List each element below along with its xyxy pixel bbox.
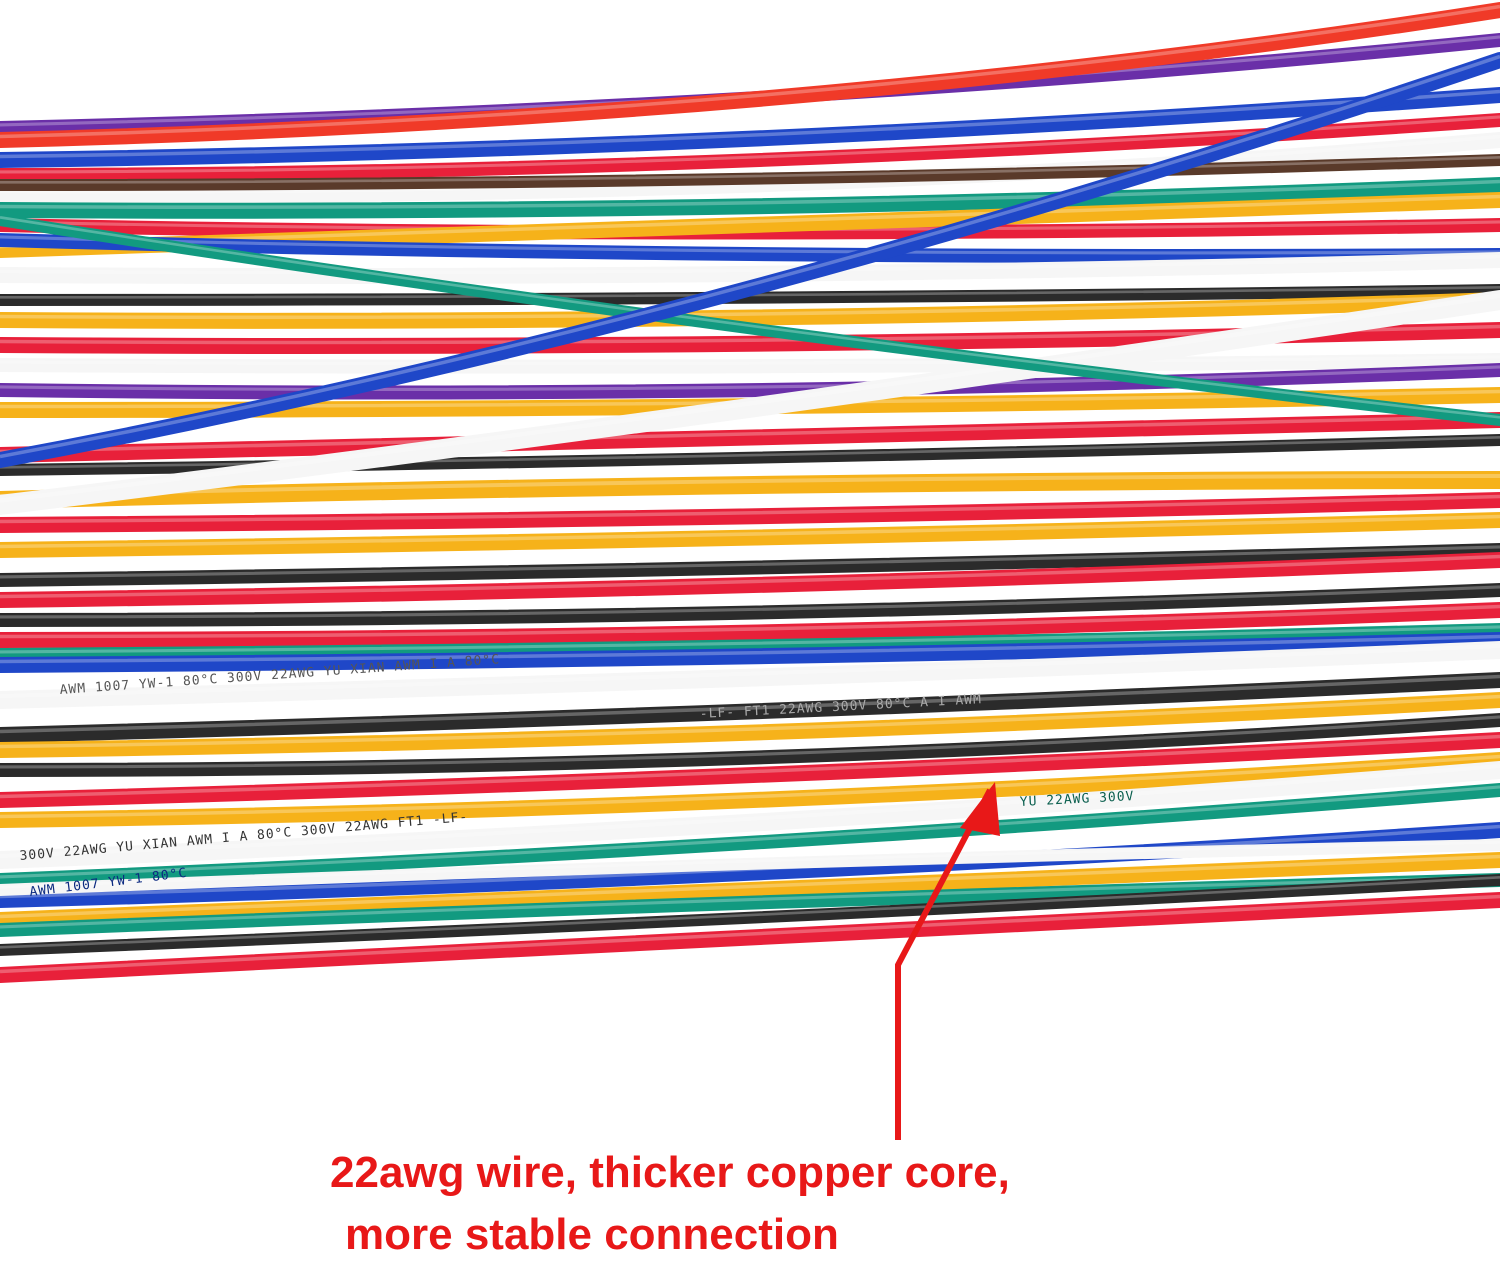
wire-black-22 — [0, 543, 1500, 587]
wire-highlight-26 — [0, 625, 1500, 654]
wire-orange_red-1 — [0, 2, 1500, 148]
wire-highlight-14 — [0, 355, 1500, 366]
wire-blue-9 — [0, 233, 1500, 263]
wire-white-10 — [0, 252, 1500, 284]
annotation-arrow — [895, 782, 1000, 1140]
wire-red-17 — [0, 412, 1500, 463]
wire-red-32 — [0, 732, 1500, 808]
wire-green-6 — [0, 177, 1500, 219]
wire-highlight-12 — [0, 294, 1500, 320]
wire-blue-44 — [0, 52, 1500, 468]
wire-white-14 — [0, 353, 1500, 374]
wire-highlight-29 — [0, 674, 1500, 734]
wire-highlight-31 — [0, 715, 1500, 769]
wire-green-43 — [0, 214, 1500, 426]
wire-yellow-21 — [0, 512, 1500, 558]
wire-highlight-34 — [0, 764, 1500, 859]
wire-highlight-19 — [0, 474, 1500, 499]
wire-highlight-6 — [0, 179, 1500, 209]
annotation-line-2: more stable connection — [345, 1210, 839, 1259]
wire-yellow-33 — [0, 752, 1500, 828]
wire-highlight-38 — [0, 875, 1500, 929]
wire-black-39 — [0, 874, 1500, 956]
wire-highlight-25 — [0, 604, 1500, 639]
wire-highlight-41 — [0, 841, 1500, 889]
wire-highlight-8 — [0, 194, 1500, 249]
wire-white-34 — [0, 761, 1500, 869]
wire-yellow-30 — [0, 692, 1500, 758]
wire-highlight-22 — [0, 545, 1500, 579]
wire-highlight-30 — [0, 694, 1500, 749]
wire-highlight-39 — [0, 876, 1500, 949]
wire-white-28 — [0, 641, 1500, 709]
wire-yellow-19 — [0, 471, 1500, 509]
wire-highlight-9 — [0, 235, 1500, 255]
wire-highlight-1 — [0, 4, 1500, 139]
wire-white-42 — [0, 290, 1500, 515]
wire-highlight-28 — [0, 644, 1500, 699]
wire-brown-5 — [0, 154, 1500, 191]
wire-print-black: -LF- FT1 22AWG 300V 80°C A I AWM — [699, 692, 982, 722]
wire-highlight-44 — [0, 54, 1500, 459]
wire-yellow-37 — [0, 852, 1500, 928]
wire-highlight-42 — [0, 293, 1500, 503]
wire-highlight-21 — [0, 514, 1500, 549]
wire-highlight-17 — [0, 414, 1500, 454]
wire-highlight-24 — [0, 585, 1500, 619]
wire-highlight-5 — [0, 156, 1500, 184]
wire-highlight-23 — [0, 554, 1500, 599]
annotation-line-1: 22awg wire, thicker copper core, — [330, 1148, 1010, 1197]
wire-highlight-35 — [0, 785, 1500, 879]
wire-highlight-33 — [0, 754, 1500, 819]
wire-print-green: YU 22AWG 300V — [1019, 789, 1134, 810]
wire-green-35 — [0, 783, 1500, 887]
wire-blue-2 — [0, 87, 1500, 168]
wire-highlight-43 — [0, 216, 1500, 419]
wire-highlight-10 — [0, 254, 1500, 275]
wire-red-25 — [0, 602, 1500, 648]
wire-highlight-15 — [0, 365, 1500, 391]
wire-purple-15 — [0, 363, 1500, 400]
wire-highlight-18 — [0, 436, 1500, 469]
wire-highlight-27 — [0, 634, 1500, 664]
wire-highlight-40 — [0, 894, 1500, 974]
wire-black-11 — [0, 284, 1500, 306]
wire-highlight-37 — [0, 854, 1500, 919]
wire-white-41 — [0, 839, 1500, 896]
wire-green-26 — [0, 623, 1500, 662]
wire-blue-27 — [0, 632, 1500, 673]
wire-highlight-2 — [0, 89, 1500, 159]
wire-black-29 — [0, 672, 1500, 743]
wire-black-24 — [0, 583, 1500, 627]
wire-black-31 — [0, 713, 1500, 777]
wire-red-40 — [0, 892, 1500, 983]
wire-red-23 — [0, 552, 1500, 608]
wire-highlight-20 — [0, 494, 1500, 524]
wire-yellow-12 — [0, 292, 1500, 329]
wire-red-20 — [0, 492, 1500, 533]
wire-highlight-32 — [0, 734, 1500, 799]
wire-highlight-11 — [0, 286, 1500, 299]
